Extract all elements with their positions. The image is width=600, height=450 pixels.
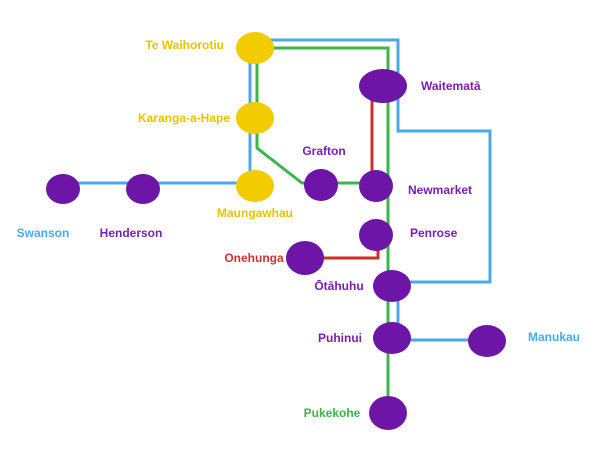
station-onehunga[interactable] [286,241,324,275]
label-grafton: Grafton [302,144,345,158]
label-newmarket: Newmarket [408,183,472,197]
station-karanga-a-hape[interactable] [236,102,274,134]
station-puhinui[interactable] [373,322,411,354]
label-te-waihorotiu: Te Waihorotiu [145,38,224,52]
label-otahuhu: Ōtāhuhu [314,279,363,293]
label-henderson: Henderson [100,226,163,240]
label-maungawhau: Maungawhau [217,206,293,220]
station-waitemata[interactable] [359,69,407,103]
label-waitemata: Waitematā [421,79,481,93]
stations [46,32,506,430]
station-manukau[interactable] [468,325,506,357]
label-puhinui: Puhinui [318,331,362,345]
station-labels: Te Waihorotiu Karanga-a-Hape Maungawhau … [17,38,580,420]
label-penrose: Penrose [410,226,458,240]
station-maungawhau[interactable] [236,170,274,202]
label-karanga-a-hape: Karanga-a-Hape [138,111,230,125]
station-newmarket[interactable] [359,170,393,202]
station-henderson[interactable] [126,174,160,204]
label-onehunga: Onehunga [224,251,284,265]
southern-line-branch [255,60,376,185]
station-pukekohe[interactable] [369,396,407,430]
label-manukau: Manukau [528,330,580,344]
station-penrose[interactable] [359,219,393,251]
station-te-waihorotiu[interactable] [236,32,274,64]
label-swanson: Swanson [17,226,70,240]
station-swanson[interactable] [46,174,80,204]
label-pukekohe: Pukekohe [304,406,361,420]
station-otahuhu[interactable] [373,270,411,302]
station-grafton[interactable] [304,169,338,201]
